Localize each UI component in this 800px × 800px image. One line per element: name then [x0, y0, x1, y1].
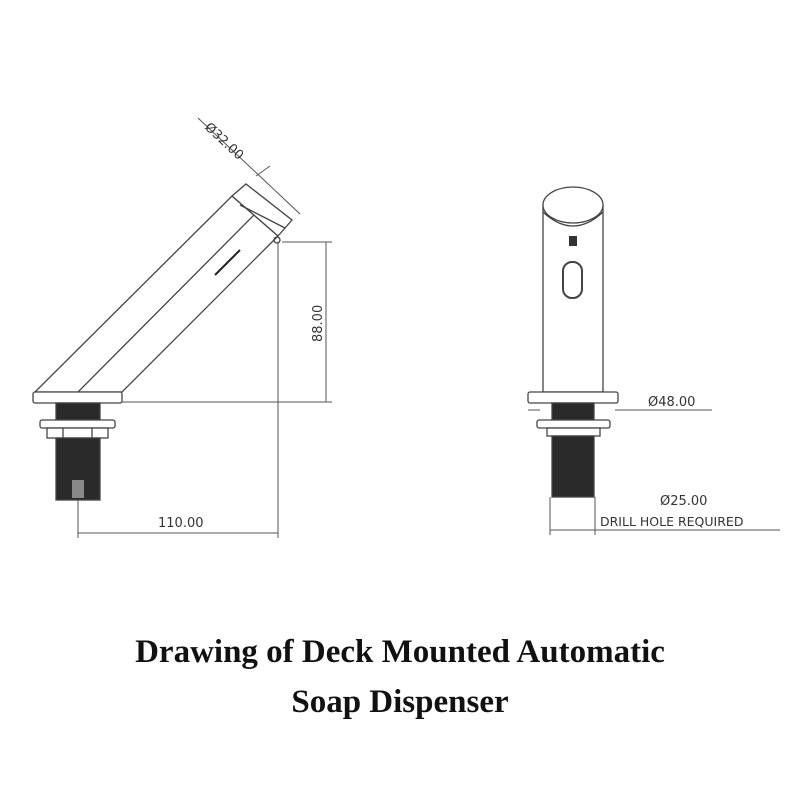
caption-line-1: Drawing of Deck Mounted Automatic — [135, 634, 665, 670]
side-view-base — [32, 391, 123, 501]
front-view-dimensions — [528, 409, 780, 535]
side-view-spout — [33, 183, 293, 393]
reach-110-label: 110.00 — [158, 516, 204, 531]
diameter-25-label: Ø25.00 — [660, 494, 707, 509]
caption-line-2: Soap Dispenser — [291, 684, 509, 720]
height-88-label: 88.00 — [311, 305, 326, 342]
front-view-base — [527, 391, 619, 498]
side-view-dimensions — [77, 117, 332, 538]
front-view-body — [542, 186, 604, 393]
diameter-48-label: Ø48.00 — [648, 395, 695, 410]
diameter-32-label: Ø32.00 — [201, 120, 246, 163]
drill-hole-note: DRILL HOLE REQUIRED — [600, 514, 743, 529]
